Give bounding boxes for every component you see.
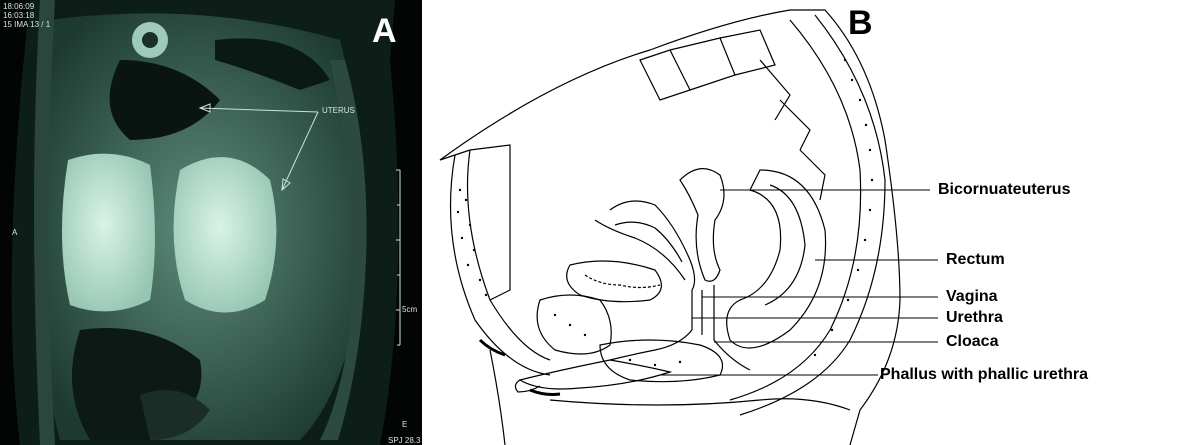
scale-label: 5cm <box>402 305 417 314</box>
mri-bright-cavity <box>174 157 277 312</box>
label-urethra: Urethra <box>946 310 1003 326</box>
mri-bright-bladder <box>62 154 155 312</box>
left-orientation-marker: A <box>12 228 17 237</box>
mri-header-line: 18:06:09 <box>3 2 34 11</box>
bottom-code: SPJ 28.3 <box>388 436 420 445</box>
mri-header-line: 15 IMA 13 / 1 <box>3 20 50 29</box>
uterus-annotation: UTERUS <box>322 106 355 115</box>
mri-header-line: 16:03:18 <box>3 11 34 20</box>
sacrum <box>730 20 861 400</box>
bottom-orientation-marker: E <box>402 420 407 429</box>
cloaca <box>610 330 692 360</box>
phallus <box>520 360 670 389</box>
mri-image <box>0 0 422 445</box>
body-contour <box>440 10 900 445</box>
diagram-panel: B Bicornuateuterus Rectum Vagina Urethra… <box>430 0 1182 445</box>
bone-texture <box>457 59 873 366</box>
mri-panel: 18:06:09 16:03:18 15 IMA 13 / 1 UTERUS 5… <box>0 0 422 445</box>
label-vagina: Vagina <box>946 289 998 305</box>
label-bicornuate-uterus: Bicornuateuterus <box>938 182 1070 198</box>
label-phallus: Phallus with phallic urethra <box>880 367 1088 383</box>
label-cloaca: Cloaca <box>946 334 998 350</box>
panel-letter-a: A <box>372 14 397 48</box>
label-rectum: Rectum <box>946 252 1005 268</box>
rectum <box>727 170 826 348</box>
panel-letter-b: B <box>848 6 873 40</box>
bicornuate-uterus <box>680 169 724 282</box>
